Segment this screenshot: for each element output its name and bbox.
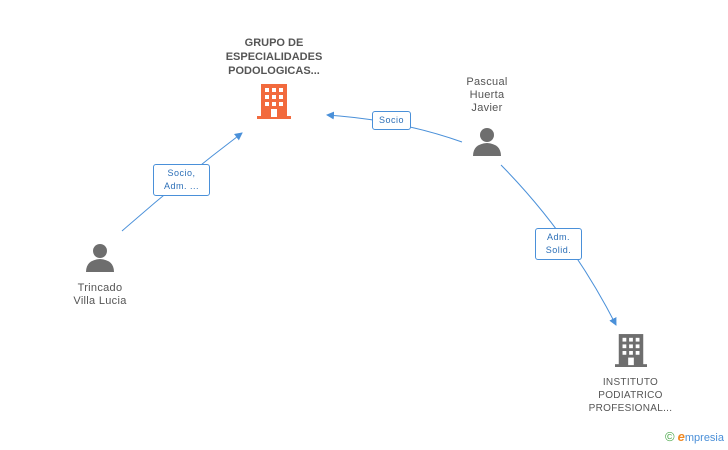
empresia-logo: © empresia xyxy=(665,429,724,444)
node-instituto-label-line2: PODIATRICO xyxy=(598,390,663,401)
person-icon xyxy=(86,244,114,272)
edge-label-socio-adm-line1: Socio, xyxy=(167,168,196,178)
building-icon xyxy=(614,334,647,367)
node-trincado-label: Trincado Villa Lucia xyxy=(55,282,145,308)
node-grupo-label-line3: PODOLOGICAS... xyxy=(228,65,320,77)
copyright-icon: © xyxy=(664,429,675,444)
node-pascual-label-line3: Javier xyxy=(471,102,503,114)
person-icon xyxy=(473,128,501,156)
node-grupo-label-line2: ESPECIALIDADES xyxy=(225,51,323,63)
node-trincado-label-line1: Trincado xyxy=(77,282,123,294)
edge-label-socio-line1: Socio xyxy=(379,115,405,125)
node-pascual-label-line1: Pascual xyxy=(466,76,508,88)
edge-label-socio-adm-line2: Adm. ... xyxy=(163,181,199,191)
node-trincado-label-line2: Villa Lucia xyxy=(73,295,127,307)
node-pascual-huerta-javier[interactable]: Pascual Huerta Javier xyxy=(447,76,527,162)
node-trincado-villa-lucia[interactable]: Trincado Villa Lucia xyxy=(55,243,145,308)
brand-name: mpresia xyxy=(684,432,724,444)
edge-label-adm-solid-line1: Adm. xyxy=(546,232,570,242)
brand-e: e xyxy=(677,429,685,444)
node-pascual-label: Pascual Huerta Javier xyxy=(447,76,527,115)
node-grupo-label: GRUPO DE ESPECIALIDADES PODOLOGICAS... xyxy=(204,36,344,78)
edge-label-adm-solid-line2: Solid. xyxy=(545,245,572,255)
node-instituto-podiatrico[interactable]: INSTITUTO PODIATRICO PROFESIONAL... xyxy=(573,333,688,415)
node-instituto-label-line3: PROFESIONAL... xyxy=(588,403,673,414)
node-pascual-label-line2: Huerta xyxy=(469,89,505,101)
edge-label-socio[interactable]: Socio xyxy=(372,111,412,130)
node-instituto-label-line1: INSTITUTO xyxy=(602,377,659,388)
edge-label-socio-adm[interactable]: Socio, Adm. ... xyxy=(153,164,210,196)
node-grupo-label-line1: GRUPO DE xyxy=(244,37,304,49)
node-instituto-label: INSTITUTO PODIATRICO PROFESIONAL... xyxy=(573,376,688,415)
node-grupo-especialidades[interactable]: GRUPO DE ESPECIALIDADES PODOLOGICAS... xyxy=(204,36,344,125)
edge-label-adm-solid[interactable]: Adm. Solid. xyxy=(535,228,582,260)
building-icon xyxy=(257,84,291,119)
